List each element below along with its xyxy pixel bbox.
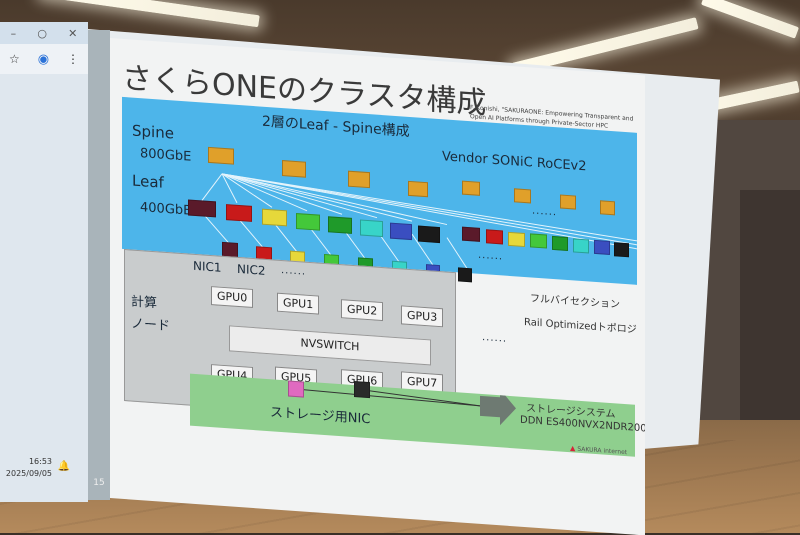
storage-band: ストレージ用NIC ストレージシステム DDN ES400NVX2NDR200: [190, 373, 645, 457]
slide: さくらONEのクラスタ構成 F. Konishi, "SAKURAONE: Em…: [110, 38, 645, 535]
pillar: [740, 190, 800, 440]
nic1-label: NIC1: [193, 258, 222, 275]
slide-page-number: 15: [93, 478, 105, 488]
screen-divider: [88, 30, 110, 500]
storage-lines: [295, 388, 516, 426]
leaf-switch: [418, 225, 440, 244]
leaf-switch: [486, 229, 503, 245]
gpu-3: GPU3: [401, 305, 444, 328]
browser-window: – ○ ✕ ☆ ◉ ⋮: [0, 22, 88, 502]
spine-switch: [600, 200, 615, 216]
leaf-switch: [508, 231, 525, 248]
profile-icon[interactable]: ◉: [37, 51, 50, 67]
nic-port: [458, 267, 472, 283]
leaf-switch: [614, 242, 629, 258]
leaf-switch: [296, 213, 320, 231]
storage-nic-port: [354, 381, 370, 399]
spine-label: Spine: [132, 121, 174, 143]
leaf-label: Leaf: [132, 171, 164, 192]
gpu-0: GPU0: [211, 286, 254, 309]
notes-ellipsis: ......: [482, 332, 508, 345]
leaf-switch: [226, 204, 252, 222]
sakura-logo-mark-icon: ▲: [570, 444, 576, 453]
leaf-ellipsis: ......: [478, 249, 504, 263]
leaf-switch: [390, 222, 412, 241]
spine-switch: [408, 180, 428, 198]
minimize-icon[interactable]: –: [10, 26, 17, 40]
nvswitch: NVSWITCH: [229, 325, 431, 366]
leaf-switch: [530, 233, 547, 249]
clock-date: 2025/09/05: [5, 469, 52, 478]
leaf-switch: [552, 235, 568, 252]
menu-dots-icon[interactable]: ⋮: [66, 52, 79, 66]
spine-switch: [514, 188, 531, 204]
star-icon[interactable]: ☆: [8, 52, 20, 66]
close-icon[interactable]: ✕: [68, 26, 78, 40]
spine-switch: [282, 160, 306, 178]
sakura-logo-text: SAKURA internet: [577, 445, 628, 457]
nic-ellipsis: ......: [281, 264, 307, 278]
clock-time: 16:53: [28, 457, 52, 466]
spine-switch: [348, 170, 370, 189]
browser-titlebar: – ○ ✕: [0, 22, 88, 44]
leaf-switch: [360, 219, 383, 238]
leaf-switch: [594, 239, 610, 255]
spine-switch: [208, 146, 234, 165]
leaf-switch: [188, 199, 216, 218]
connection-lines: [201, 173, 637, 271]
rail-note: Rail Optimizedトポロジ: [524, 316, 637, 336]
nic2-label: NIC2: [237, 261, 266, 278]
gpu-2: GPU2: [341, 299, 384, 322]
spine-ellipsis: ......: [532, 205, 558, 219]
gpu-1: GPU1: [277, 292, 320, 315]
taskbar-clock: 16:53 2025/09/05 🔔: [0, 455, 88, 495]
notification-bell-icon[interactable]: 🔔: [57, 461, 70, 472]
compute-label-2: ノード: [131, 316, 171, 335]
leaf-switch: [573, 238, 589, 254]
spine-switch: [560, 194, 576, 210]
leaf-switch: [328, 216, 352, 234]
bisection-note: フルバイセクション: [530, 293, 620, 311]
leaf-switch: [262, 208, 287, 227]
storage-nic-port: [288, 380, 304, 398]
browser-toolbar: ☆ ◉ ⋮: [0, 44, 88, 74]
compute-label-1: 計算: [131, 294, 158, 312]
leaf-switch: [462, 226, 480, 242]
spine-switch: [462, 180, 480, 196]
network-panel: 2層のLeaf - Spine構成 Vendor SONiC RoCEv2 Sp…: [122, 96, 637, 285]
maximize-icon[interactable]: ○: [37, 26, 47, 40]
